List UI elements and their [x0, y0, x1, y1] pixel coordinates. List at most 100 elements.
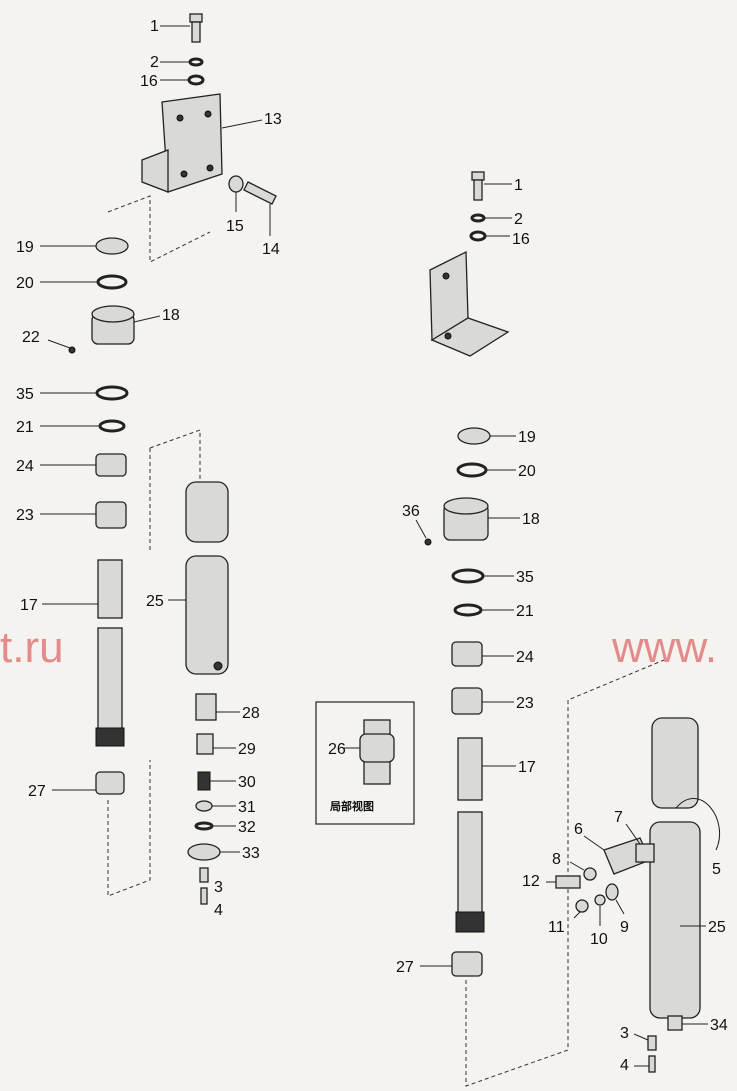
cap-33 [187, 843, 221, 861]
inset-label-26: 26 [328, 741, 346, 758]
right-label-6: 6 [574, 821, 583, 838]
nut-11 [575, 899, 589, 913]
bushing-23 [95, 501, 127, 529]
inset-frame [315, 701, 415, 825]
left-label-21: 21 [16, 419, 34, 436]
spring-30 [197, 771, 211, 791]
right-pin-17-upper [457, 737, 483, 801]
left-label-31: 31 [238, 799, 256, 816]
fitting-28 [195, 693, 217, 721]
left-label-18: 18 [162, 307, 180, 324]
right-label-24: 24 [516, 649, 534, 666]
bracket-13 [161, 93, 223, 193]
right-label-27: 27 [396, 959, 414, 976]
right-label-21: 21 [516, 603, 534, 620]
bolt-14 [243, 181, 277, 205]
right-label-16: 16 [512, 231, 530, 248]
ring-20 [96, 274, 128, 290]
left-label-23: 23 [16, 507, 34, 524]
right-cylinder-top [651, 717, 699, 809]
right-label-35: 35 [516, 569, 534, 586]
nut-15 [228, 175, 244, 193]
bushing-24 [95, 453, 127, 477]
left-label-13: 13 [264, 111, 282, 128]
right-labels: 1 2 16 19 20 36 18 35 21 24 23 17 27 7 6… [396, 177, 728, 1074]
hose-5 [675, 798, 721, 851]
right-cylinder-body [649, 821, 701, 1019]
detail-inset: 26 局部视图 [315, 701, 415, 825]
washer-9 [605, 883, 619, 901]
cylinder-25-top [185, 481, 229, 543]
left-label-16: 16 [140, 73, 158, 90]
right-pin-17-lower [457, 811, 483, 917]
left-label-4: 4 [214, 902, 223, 919]
ring-19 [95, 237, 129, 255]
right-label-34: 34 [710, 1017, 728, 1034]
right-label-7: 7 [614, 809, 623, 826]
right-label-9: 9 [620, 919, 629, 936]
washer-2 [188, 57, 204, 67]
washer-16 [187, 74, 205, 86]
pin-17-upper [97, 559, 123, 619]
left-label-24: 24 [16, 458, 34, 475]
right-label-5: 5 [712, 861, 721, 878]
right-label-18: 18 [522, 511, 540, 528]
guide-frame-cyl [149, 429, 201, 552]
seal-35 [95, 385, 129, 401]
right-label-3: 3 [620, 1025, 629, 1042]
left-label-15: 15 [226, 218, 244, 235]
pin-17-end [95, 727, 125, 747]
nut-8 [583, 867, 597, 881]
right-label-23: 23 [516, 695, 534, 712]
left-label-17: 17 [20, 597, 38, 614]
right-label-36: 36 [402, 503, 420, 520]
left-label-3: 3 [214, 879, 223, 896]
left-label-2: 2 [150, 54, 159, 71]
watermark-left: t.ru [0, 623, 64, 672]
right-guide-frame [465, 659, 665, 1087]
right-label-17: 17 [518, 759, 536, 776]
screw-4 [200, 887, 208, 905]
right-label-12: 12 [522, 873, 540, 890]
right-label-4: 4 [620, 1057, 629, 1074]
screw-3 [199, 867, 209, 883]
bushing-27 [95, 771, 125, 795]
right-label-8: 8 [552, 851, 561, 868]
right-assembly [424, 171, 721, 1087]
left-label-30: 30 [238, 774, 256, 791]
right-label-2: 2 [514, 211, 523, 228]
left-label-28: 28 [242, 705, 260, 722]
right-label-19: 19 [518, 429, 536, 446]
left-label-32: 32 [238, 819, 256, 836]
left-labels: 1 2 16 13 15 14 19 20 18 22 35 21 24 23 … [16, 18, 282, 919]
left-label-33: 33 [242, 845, 260, 862]
bolt-shank-1 [191, 21, 201, 43]
fitting-29 [196, 733, 214, 755]
bolt-head-1 [189, 13, 203, 23]
left-label-25: 25 [146, 593, 164, 610]
washer-31 [195, 800, 213, 812]
inset-caption: 局部视图 [329, 799, 374, 813]
left-label-19: 19 [16, 239, 34, 256]
oring-32 [194, 821, 214, 831]
oring-21 [98, 419, 126, 433]
bolt-12 [555, 875, 581, 889]
left-label-29: 29 [238, 741, 256, 758]
left-label-1: 1 [150, 18, 159, 35]
left-label-22: 22 [22, 329, 40, 346]
left-label-27: 27 [28, 783, 46, 800]
cylinder-25-body [185, 555, 229, 675]
right-label-10: 10 [590, 931, 608, 948]
bracket-13-foot [141, 149, 169, 193]
grease-nipple-22 [68, 346, 76, 354]
left-assembly [68, 13, 277, 905]
left-label-20: 20 [16, 275, 34, 292]
right-label-20: 20 [518, 463, 536, 480]
right-label-1: 1 [514, 177, 523, 194]
pin-17-lower [97, 627, 123, 733]
clamp-7 [635, 843, 655, 863]
left-label-35: 35 [16, 386, 34, 403]
right-label-25: 25 [708, 919, 726, 936]
